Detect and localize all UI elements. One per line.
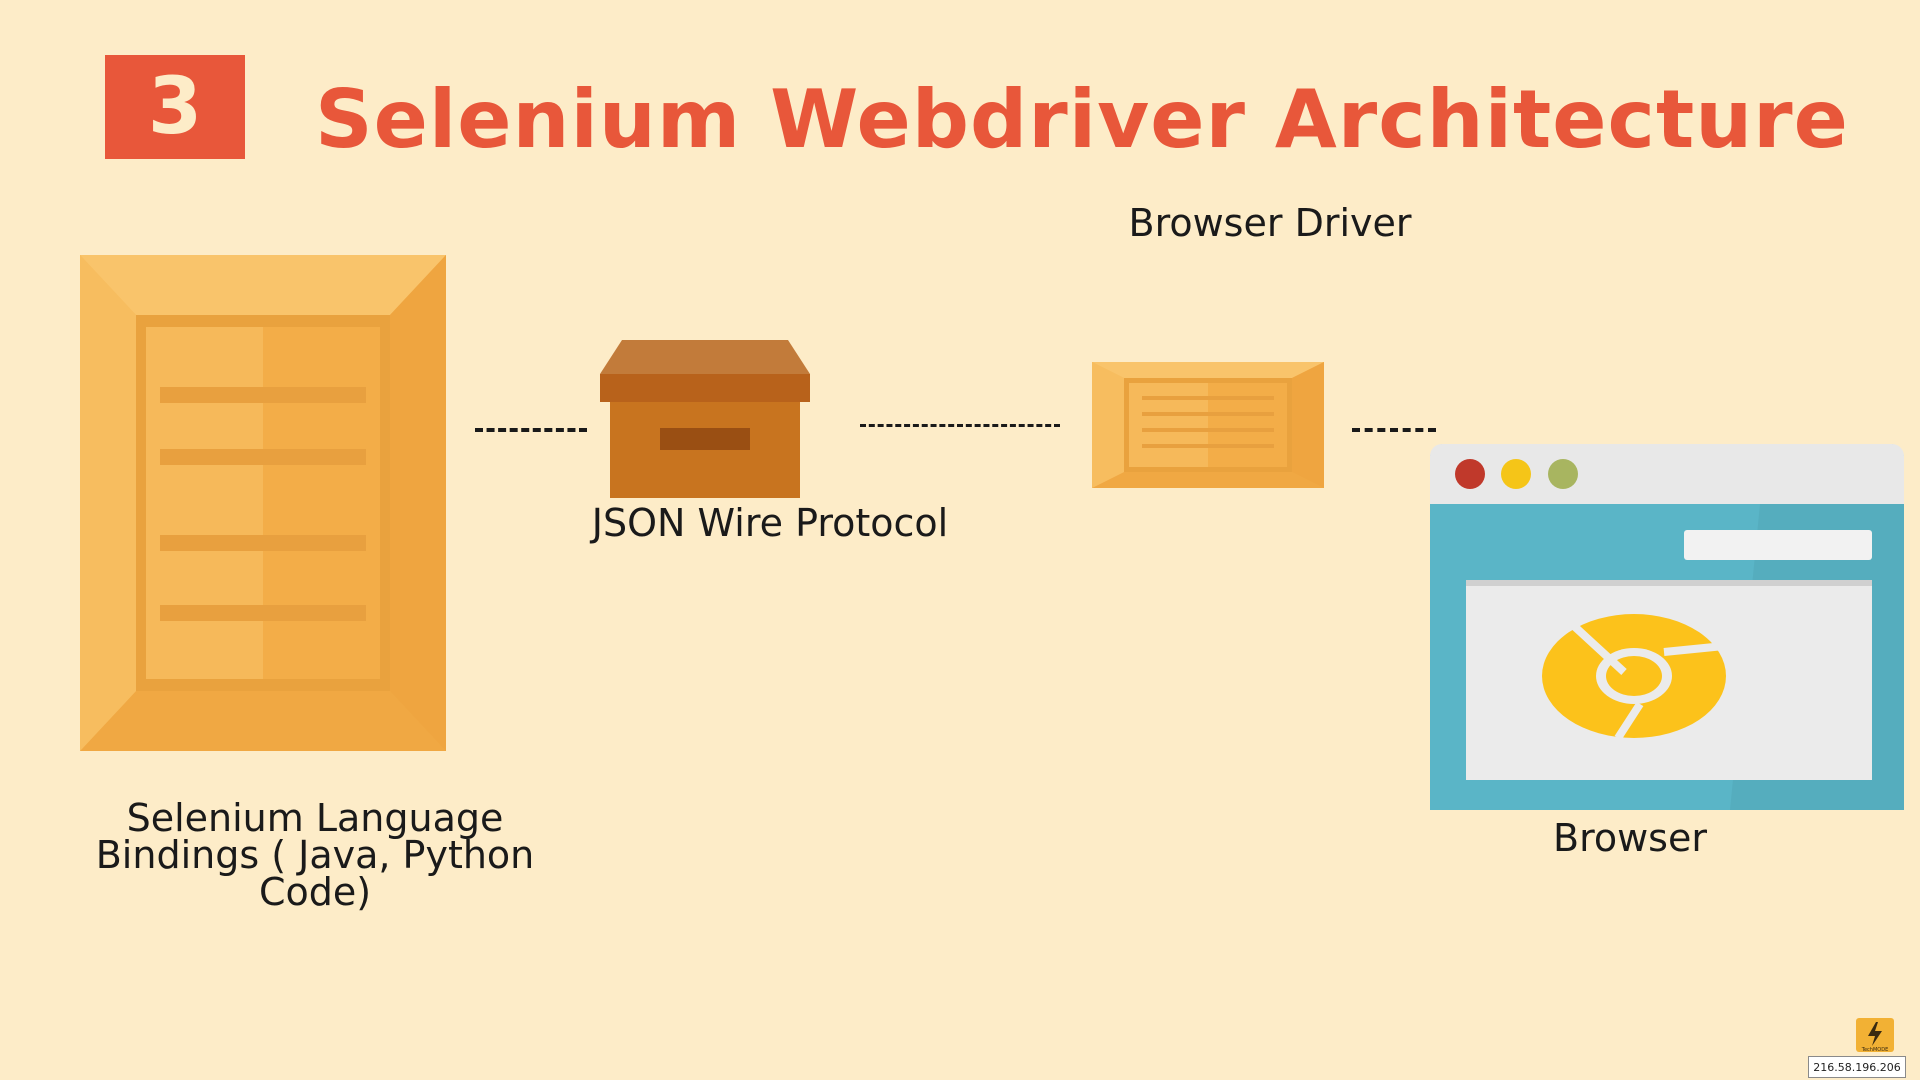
language-bindings-label: Selenium Language Bindings ( Java, Pytho… (95, 796, 535, 914)
techmode-logo: TechMODE (1856, 1018, 1894, 1053)
connector-protocol-driver (860, 424, 1060, 427)
browser-driver-crate-icon (1092, 362, 1324, 488)
json-protocol-box-icon (600, 340, 810, 498)
step-number-badge: 3 (105, 55, 245, 159)
json-protocol-label: JSON Wire Protocol (591, 501, 949, 545)
step-number: 3 (147, 62, 203, 152)
techmode-logo-text: TechMODE (1861, 1047, 1889, 1053)
language-bindings-crate-icon (80, 255, 446, 751)
browser-driver-label: Browser Driver (1128, 201, 1412, 245)
connector-driver-browser (1352, 428, 1436, 432)
page-title: Selenium Webdriver Architecture (315, 73, 1849, 166)
connector-bindings-protocol (475, 428, 587, 432)
ip-address-readout: 216.58.196.206 (1808, 1056, 1906, 1078)
browser-label: Browser (1553, 816, 1707, 860)
lightning-icon (1868, 1022, 1882, 1046)
browser-window-icon (1430, 444, 1904, 810)
